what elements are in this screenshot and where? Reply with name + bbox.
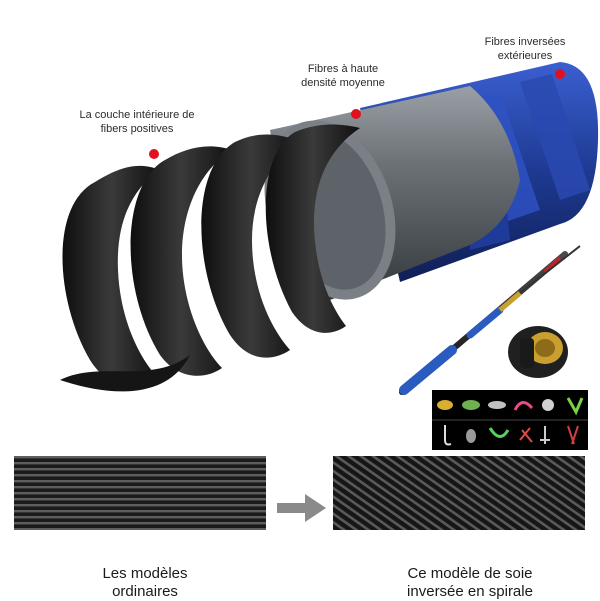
- hook-icon: [444, 425, 452, 446]
- right-arrow-icon: [277, 494, 326, 522]
- medium-layer-marker: [351, 109, 361, 119]
- inner-layer-annotation: La couche intérieure de fibers positives: [79, 109, 195, 135]
- inner-layer-marker: [149, 149, 159, 159]
- sinker-icon: [466, 429, 476, 443]
- tackle-accessory-grid: [432, 390, 588, 450]
- swivel-icon: [519, 427, 533, 443]
- minnow-lure-icon: [488, 401, 506, 409]
- jig-icon: [567, 425, 579, 445]
- crank-lure-icon: [462, 400, 480, 410]
- outer-inverted-annotation: Fibres inversées extérieures: [484, 36, 566, 62]
- medium-density-annotation: Fibres à haute densité moyenne: [301, 63, 385, 89]
- spiral-pattern-swatch: [333, 456, 585, 530]
- outer-layer-marker: [555, 69, 565, 79]
- ordinary-pattern-swatch: [14, 456, 266, 530]
- bobber-icon: [542, 399, 554, 411]
- fishing-rod-illustration: [399, 245, 581, 395]
- shrimp-lure-icon: [488, 427, 510, 438]
- ordinary-caption: Les modèles ordinaires: [102, 565, 188, 600]
- spiral-caption: Ce modèle de soie inversée en spirale: [407, 565, 533, 600]
- spinning-reel-illustration: [508, 326, 568, 378]
- inner-positive-fiber-ribbons: [60, 124, 360, 392]
- grub-lure-icon: [566, 397, 584, 416]
- spoon-lure-icon: [437, 400, 453, 410]
- treble-hook-icon: [540, 426, 550, 444]
- soft-worm-icon: [513, 401, 534, 411]
